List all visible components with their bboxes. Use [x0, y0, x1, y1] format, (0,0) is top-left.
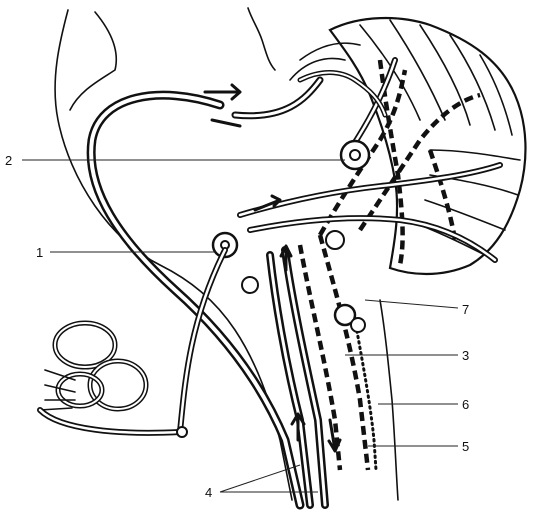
label-4: 4: [205, 485, 212, 500]
label-2: 2: [5, 153, 12, 168]
labyrinth: [40, 250, 225, 437]
label-5: 5: [462, 439, 469, 454]
label-1: 1: [36, 245, 43, 260]
leader-lines: [22, 160, 458, 492]
cerebellum-folia: [290, 18, 525, 274]
label-3: 3: [462, 348, 469, 363]
label-6: 6: [462, 397, 469, 412]
label-7: 7: [462, 302, 469, 317]
descending-tract: [270, 246, 340, 505]
